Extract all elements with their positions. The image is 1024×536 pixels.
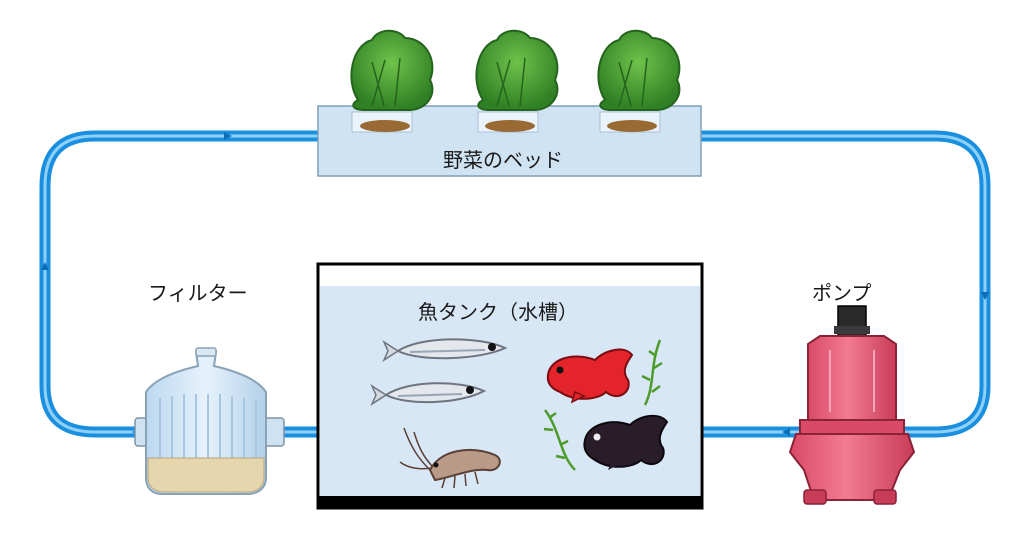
waterweed-icon bbox=[641, 339, 663, 406]
shrimp-icon bbox=[399, 427, 501, 489]
lettuce-icon bbox=[475, 29, 559, 133]
pump-label: ポンプ bbox=[812, 281, 872, 305]
vegetable-bed bbox=[317, 29, 702, 177]
lettuce-icon bbox=[597, 29, 681, 133]
flow-arrow-icon bbox=[224, 132, 232, 140]
medaka-fish-icon bbox=[382, 338, 508, 362]
flow-arrow-icon bbox=[981, 292, 989, 300]
water-pipe-loop bbox=[39, 130, 991, 438]
filter-label: フィルター bbox=[148, 281, 248, 305]
submersible-pump-icon bbox=[788, 305, 916, 505]
goldfish-icon bbox=[546, 348, 634, 404]
filter-canister-icon bbox=[134, 347, 285, 495]
fish-tank-label: 魚タンク（水槽） bbox=[418, 300, 578, 324]
goldfish-icon bbox=[583, 414, 669, 470]
flow-arrow-icon bbox=[782, 428, 790, 436]
lettuce-icon bbox=[350, 29, 434, 133]
fish-tank bbox=[316, 262, 704, 510]
vegetable-bed-label: 野菜のベッド bbox=[443, 148, 563, 172]
flow-arrow-icon bbox=[41, 262, 49, 270]
medaka-fish-icon bbox=[370, 382, 487, 406]
waterweed-icon bbox=[543, 409, 576, 471]
